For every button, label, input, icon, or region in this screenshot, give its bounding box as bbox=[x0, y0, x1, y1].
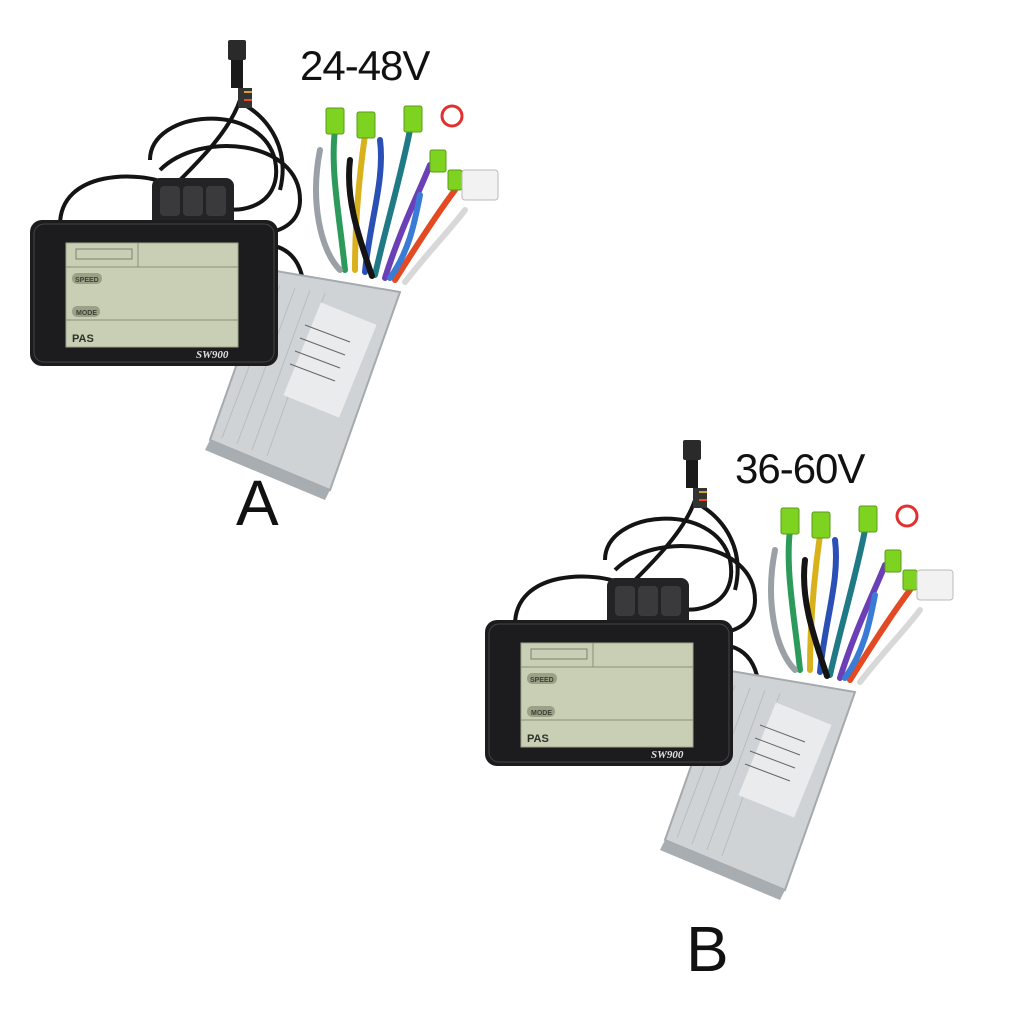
white-plug bbox=[916, 569, 954, 601]
red-loop-terminal bbox=[440, 104, 464, 128]
kit-a-display-labels: SPEED MODE PAS SW900 bbox=[72, 277, 229, 361]
speed-label: SPEED bbox=[530, 677, 554, 684]
kit-b-display-labels: SPEED MODE PAS SW900 bbox=[527, 677, 684, 761]
mode-label: MODE bbox=[531, 710, 552, 717]
display-model-label: SW900 bbox=[196, 349, 229, 361]
variant-label-b: B bbox=[686, 913, 729, 985]
plug-connector bbox=[228, 40, 252, 108]
mode-label: MODE bbox=[76, 310, 97, 317]
pas-label: PAS bbox=[527, 733, 549, 745]
red-loop-terminal bbox=[895, 504, 919, 528]
kit-a: SPEED MODE PAS SW900 bbox=[0, 20, 520, 500]
voltage-label-b: 36-60V bbox=[735, 445, 865, 492]
green-connectors bbox=[325, 105, 463, 191]
voltage-label-a: 24-48V bbox=[300, 42, 430, 89]
lcd-display bbox=[30, 220, 278, 366]
kit-a-illustration bbox=[30, 40, 499, 500]
button-pad bbox=[607, 578, 689, 630]
green-connectors bbox=[780, 505, 918, 591]
plug-connector bbox=[683, 440, 707, 508]
controller-wires bbox=[313, 127, 468, 285]
display-model-label: SW900 bbox=[651, 749, 684, 761]
kit-b: SPEED MODE PAS SW900 bbox=[455, 420, 975, 900]
variant-label-a: A bbox=[236, 467, 279, 539]
speed-label: SPEED bbox=[75, 277, 99, 284]
white-plug bbox=[461, 169, 499, 201]
pas-label: PAS bbox=[72, 333, 94, 345]
kit-b-illustration bbox=[485, 440, 954, 900]
button-pad bbox=[152, 178, 234, 230]
lcd-display bbox=[485, 620, 733, 766]
controller-wires bbox=[768, 527, 923, 685]
